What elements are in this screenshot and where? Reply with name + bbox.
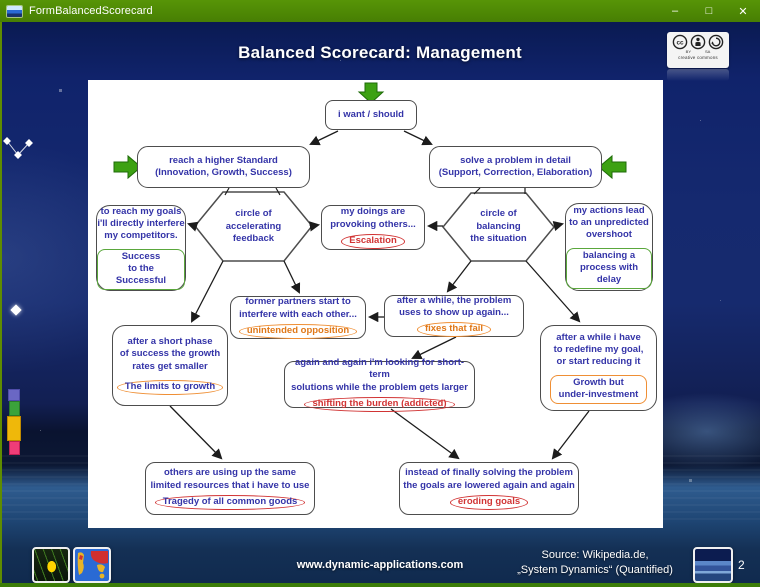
tag-unintended-opposition: unintended opposition <box>238 323 358 339</box>
connector-want-standard <box>309 130 339 146</box>
page-number: 2 <box>738 558 745 572</box>
page-preview-button[interactable] <box>693 547 733 583</box>
node-reach-higher-standard[interactable]: reach a higher Standard (Innovation, Gro… <box>137 146 310 188</box>
indicator-strip-pink <box>9 441 20 455</box>
cc-by-person-icon <box>690 34 706 50</box>
node-growth-rates-smaller[interactable]: after a short phase of success the growt… <box>112 325 228 406</box>
tag-balancing-process-delay: balancing a process with delay <box>566 248 652 290</box>
green-arrow-left-icon <box>598 154 627 180</box>
connector-burden-eroding <box>390 408 460 460</box>
node-redefine-my-goal[interactable]: after a while i have to redefine my goal… <box>540 325 657 411</box>
constellation-marks <box>3 137 33 159</box>
green-arrow-down-icon <box>357 82 385 104</box>
maximize-button[interactable]: □ <box>705 5 713 17</box>
connector-hexaccel-partners <box>283 260 301 294</box>
node-problem-shows-up-again[interactable]: after a while, the problem uses to show … <box>384 295 524 338</box>
connector-hexbalance-redefine <box>525 260 581 323</box>
tag-tragedy-common-goods: Tragedy of all common goods <box>154 494 306 510</box>
connector-hexaccel-goals <box>187 221 199 232</box>
connector-hexbalance-actions <box>552 220 565 232</box>
nature-thumbnail-button[interactable] <box>32 547 70 583</box>
window-titlebar: FormBalancedScorecard – □ ✕ <box>0 0 760 22</box>
indicator-strip-purple <box>8 389 20 401</box>
connector-standard-hex-right <box>275 187 281 196</box>
node-i-want-should[interactable]: i want / should <box>325 100 417 130</box>
indicator-strip-yellow <box>7 416 21 441</box>
cc-license-badge[interactable]: cc BY SA creative commons <box>667 32 729 68</box>
node-balancing-situation-label[interactable]: circle of balancing the situation <box>470 208 527 245</box>
cc-sa-label: SA <box>705 49 711 54</box>
window-title: FormBalancedScorecard <box>29 5 153 17</box>
minimize-button[interactable]: – <box>671 5 679 17</box>
app-icon <box>7 5 22 17</box>
left-window-border <box>0 22 2 587</box>
cc-by-label: BY <box>685 49 691 54</box>
node-solve-problem-detail[interactable]: solve a problem in detail (Support, Corr… <box>429 146 602 188</box>
tag-fixes-that-fail: fixes that fail <box>416 322 492 338</box>
svg-text:cc: cc <box>676 40 684 47</box>
green-arrow-right-icon <box>113 154 142 180</box>
close-button[interactable]: ✕ <box>738 5 748 18</box>
node-limited-resources[interactable]: others are using up the same limited res… <box>145 462 315 515</box>
connector-redefine-eroding <box>551 410 590 460</box>
tag-limits-to-growth: The limits to growth <box>116 379 224 395</box>
diagram-connectors <box>113 82 627 460</box>
connector-hexbalance-showsup <box>446 260 472 293</box>
cc-caption: creative commons <box>678 55 718 60</box>
worldmap-thumbnail-button[interactable] <box>73 547 111 583</box>
source-line1: Source: Wikipedia.de, <box>541 549 649 561</box>
tag-success-to-successful: Success to the Successful <box>97 249 185 291</box>
connector-limits-tragedy <box>169 405 223 460</box>
connector-hexaccel-limits <box>191 260 224 323</box>
cc-badge-reflection <box>667 69 729 81</box>
node-accelerating-feedback-label[interactable]: circle of accelerating feedback <box>225 208 282 245</box>
tag-shifting-the-burden: shifting the burden (addicted) <box>304 396 455 412</box>
node-reach-my-goals[interactable]: to reach my goals i'll directly interfer… <box>96 205 186 291</box>
connector-showsup-burden <box>411 336 457 360</box>
connector-hexaccel-doings <box>308 221 321 232</box>
indicator-strip-green <box>9 401 20 416</box>
source-attribution: Source: Wikipedia.de, „System Dynamics“ … <box>505 548 685 578</box>
worldmap-icon <box>77 551 108 579</box>
node-goals-lowered[interactable]: instead of finally solving the problem t… <box>399 462 579 515</box>
node-short-term-solutions[interactable]: again and again i'm looking for short-te… <box>284 357 475 412</box>
connector-standard-hex-left <box>224 187 230 196</box>
bottom-window-border <box>0 583 760 587</box>
diagram-canvas: circle of accelerating feedback circle o… <box>88 80 663 528</box>
tag-growth-under-investment: Growth but under-investment <box>549 375 648 405</box>
source-line2: „System Dynamics“ (Quantified) <box>517 563 673 576</box>
tag-escalation: Escalation <box>341 233 405 249</box>
connector-want-solve <box>403 130 433 146</box>
website-link[interactable]: www.dynamic-applications.com <box>296 559 464 571</box>
connector-solve-hex-left <box>473 187 481 195</box>
node-my-actions-overshoot[interactable]: my actions lead to an unpredicted oversh… <box>565 203 653 291</box>
node-my-doings-provoking[interactable]: my doings are provoking others... Escala… <box>321 205 425 250</box>
cc-sa-icon <box>708 34 724 50</box>
tag-eroding-goals: eroding goals <box>449 494 529 510</box>
node-former-partners[interactable]: former partners start to interfere with … <box>230 296 366 339</box>
page-title: Balanced Scorecard: Management <box>238 43 522 62</box>
cc-icon: cc <box>672 34 688 50</box>
